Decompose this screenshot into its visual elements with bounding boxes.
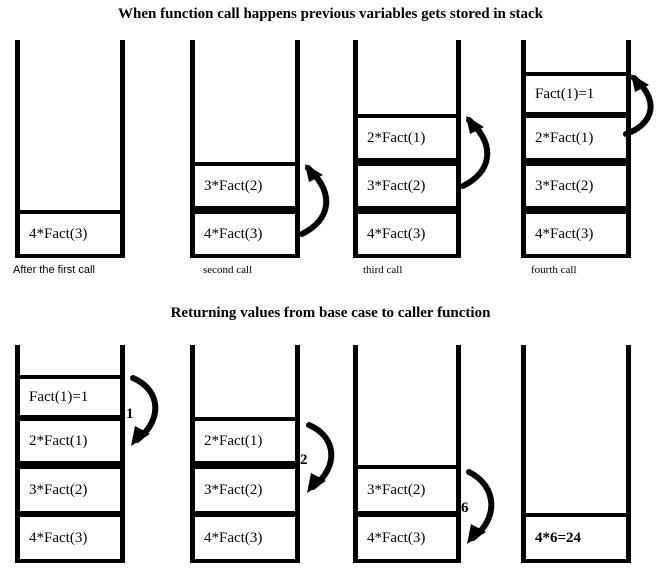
stack-cell: 3*Fact(2) <box>15 465 125 515</box>
stack-wall-right <box>295 345 300 563</box>
stack-caption: second call <box>203 264 253 276</box>
stack-cell-label: 2*Fact(1) <box>204 432 263 449</box>
stack-cell: 3*Fact(2) <box>353 162 461 210</box>
stack-cell: 3*Fact(2) <box>521 162 631 210</box>
stack-wall-right <box>295 40 300 258</box>
stack-caption: third call <box>363 264 403 276</box>
stack-cell: 3*Fact(2) <box>353 465 461 515</box>
stack-cell: 4*Fact(3) <box>190 210 300 258</box>
arrow-up-icon <box>460 116 491 189</box>
page-title-pop: Returning values from base case to calle… <box>170 305 491 321</box>
stack-cell: 4*Fact(3) <box>15 210 125 258</box>
stack-return-2: 2*Fact(1) 3*Fact(2) 4*Fact(3) <box>190 345 300 563</box>
stack-wall-left <box>353 345 358 563</box>
stack-wall-right <box>456 345 461 563</box>
stack-cell-label: 3*Fact(2) <box>204 481 263 498</box>
stack-return-result: 4*6=24 <box>521 345 631 563</box>
stack-wall-left <box>521 345 526 563</box>
stack-caption: fourth call <box>531 264 577 276</box>
stack-return-1: Fact(1)=1 2*Fact(1) 3*Fact(2) 4*Fact(3) <box>15 345 125 563</box>
stack-cell-label: 2*Fact(1) <box>29 432 88 449</box>
stack-cell-result: 4*6=24 <box>521 513 631 563</box>
stack-wall-left <box>190 40 195 258</box>
stack-return-3: 3*Fact(2) 4*Fact(3) <box>353 345 461 563</box>
stack-cell-label: Fact(1)=1 <box>535 85 595 102</box>
stack-cell-label: 4*Fact(3) <box>29 529 88 546</box>
stack-cell-label: 3*Fact(2) <box>367 481 426 498</box>
stack-cell-label: 4*Fact(3) <box>204 529 263 546</box>
stack-cell-label: Fact(1)=1 <box>29 388 89 405</box>
stack-wall-right <box>120 40 125 258</box>
stack-cell: 2*Fact(1) <box>15 417 125 465</box>
stack-cell: 2*Fact(1) <box>521 114 631 162</box>
stack-cell-label: 3*Fact(2) <box>204 177 263 194</box>
stack-cell: 4*Fact(3) <box>15 513 125 563</box>
push-arrow-up <box>457 110 507 190</box>
stack-cell-label: 4*6=24 <box>535 529 582 546</box>
stack-wall-right <box>456 40 461 258</box>
stack-cell: 3*Fact(2) <box>190 162 300 210</box>
return-value-label: 2 <box>300 452 308 468</box>
arrow-up-icon <box>299 164 330 237</box>
return-value-label: 1 <box>126 406 134 422</box>
stack-cell-label: 4*Fact(3) <box>29 225 88 242</box>
stack-cell: 4*Fact(3) <box>521 210 631 258</box>
stack-cell: 3*Fact(2) <box>190 465 300 515</box>
stack-caption: After the first call <box>13 264 95 276</box>
stack-cell-label: 4*Fact(3) <box>204 225 263 242</box>
stack-cell: 4*Fact(3) <box>353 210 461 258</box>
stack-wall-left <box>15 345 20 563</box>
stack-fourth-call: Fact(1)=1 2*Fact(1) 3*Fact(2) 4*Fact(3) <box>521 40 631 258</box>
stack-cell-label: 3*Fact(2) <box>535 177 594 194</box>
stack-cell-label: 4*Fact(3) <box>367 225 426 242</box>
stack-wall-left <box>15 40 20 258</box>
stack-cell: Fact(1)=1 <box>15 375 125 419</box>
stack-cell: 2*Fact(1) <box>353 114 461 162</box>
stack-cell-label: 3*Fact(2) <box>29 481 88 498</box>
stack-cell-label: 4*Fact(3) <box>535 225 594 242</box>
return-value-label: 6 <box>461 500 469 516</box>
stack-cell-label: 4*Fact(3) <box>367 529 426 546</box>
stack-after-first-call: 4*Fact(3) <box>15 40 125 258</box>
stack-cell: 4*Fact(3) <box>190 513 300 563</box>
stack-wall-left <box>353 40 358 258</box>
stack-wall-right <box>120 345 125 563</box>
stack-wall-left <box>190 345 195 563</box>
stack-wall-right <box>626 345 631 563</box>
stack-cell: 2*Fact(1) <box>190 417 300 465</box>
stack-cell: Fact(1)=1 <box>521 72 631 116</box>
stack-cell-label: 3*Fact(2) <box>367 177 426 194</box>
stack-cell-label: 2*Fact(1) <box>535 129 594 146</box>
stack-third-call: 2*Fact(1) 3*Fact(2) 4*Fact(3) <box>353 40 461 258</box>
stack-wall-right <box>626 40 631 258</box>
push-arrow-up <box>296 158 346 238</box>
stack-cell-label: 2*Fact(1) <box>367 129 426 146</box>
stack-second-call: 3*Fact(2) 4*Fact(3) <box>190 40 300 258</box>
stack-cell: 4*Fact(3) <box>353 513 461 563</box>
stack-wall-left <box>521 40 526 258</box>
page-title-push: When function call happens previous vari… <box>118 6 543 22</box>
